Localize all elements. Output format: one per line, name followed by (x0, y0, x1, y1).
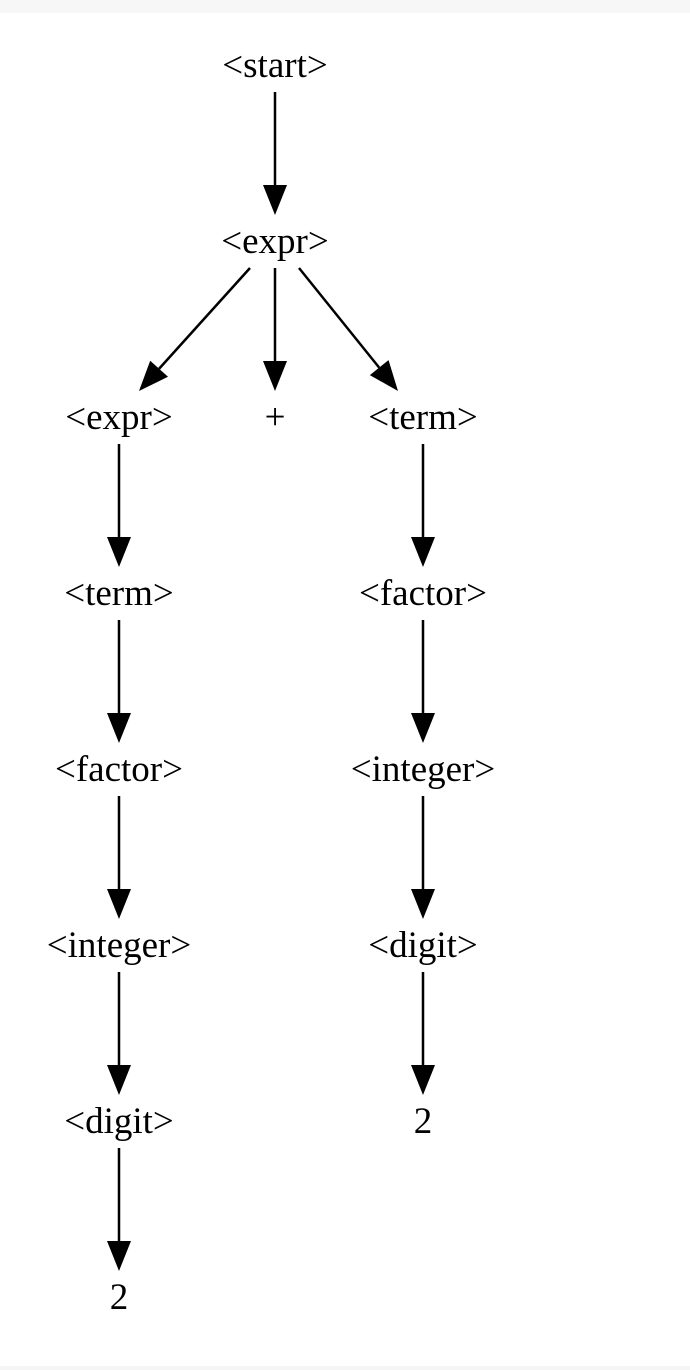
edge-factor_r-integer_r (411, 620, 435, 743)
bottom-bar (0, 1366, 690, 1370)
node-start: <start> (222, 45, 327, 86)
edge-term_l-factor_l (107, 620, 131, 743)
edge-start-expr (263, 92, 287, 215)
edge-integer_l-digit_l (107, 972, 131, 1095)
arrowhead-icon (107, 713, 131, 743)
edge-integer_r-digit_r (411, 796, 435, 919)
top-bar (0, 0, 690, 13)
arrowhead-icon (263, 185, 287, 215)
node-integer_r: <integer> (351, 749, 495, 790)
edge-expr_l-term_l (107, 444, 131, 567)
node-integer_l: <integer> (47, 925, 191, 966)
arrowhead-icon (107, 537, 131, 567)
arrowhead-icon (107, 1241, 131, 1271)
node-expr_l: <expr> (65, 397, 172, 438)
node-term_r: <term> (368, 397, 478, 438)
edge-digit_l-two_l (107, 1148, 131, 1271)
edge-factor_l-integer_l (107, 796, 131, 919)
arrowhead-icon (411, 537, 435, 567)
edge-line (298, 267, 381, 369)
node-factor_l: <factor> (55, 749, 183, 790)
node-digit_r: <digit> (368, 925, 478, 966)
arrowhead-icon (411, 889, 435, 919)
node-two_r: 2 (414, 1101, 433, 1142)
arrowhead-icon (411, 1065, 435, 1095)
node-digit_l: <digit> (64, 1101, 174, 1142)
edge-expr-term_r (298, 267, 398, 391)
arrowhead-icon (263, 361, 287, 391)
node-expr: <expr> (221, 221, 328, 262)
edge-digit_r-two_r (411, 972, 435, 1095)
arrowhead-icon (411, 713, 435, 743)
edge-expr-expr_l (139, 267, 251, 391)
edge-line (158, 267, 251, 370)
node-two_l: 2 (110, 1277, 129, 1318)
arrowhead-icon (107, 889, 131, 919)
node-factor_r: <factor> (359, 573, 487, 614)
edge-expr-plus (263, 268, 287, 391)
arrowhead-icon (139, 360, 169, 391)
edge-term_r-factor_r (411, 444, 435, 567)
node-term_l: <term> (64, 573, 174, 614)
arrowhead-icon (369, 360, 398, 391)
node-plus: + (265, 397, 286, 438)
arrowhead-icon (107, 1065, 131, 1095)
